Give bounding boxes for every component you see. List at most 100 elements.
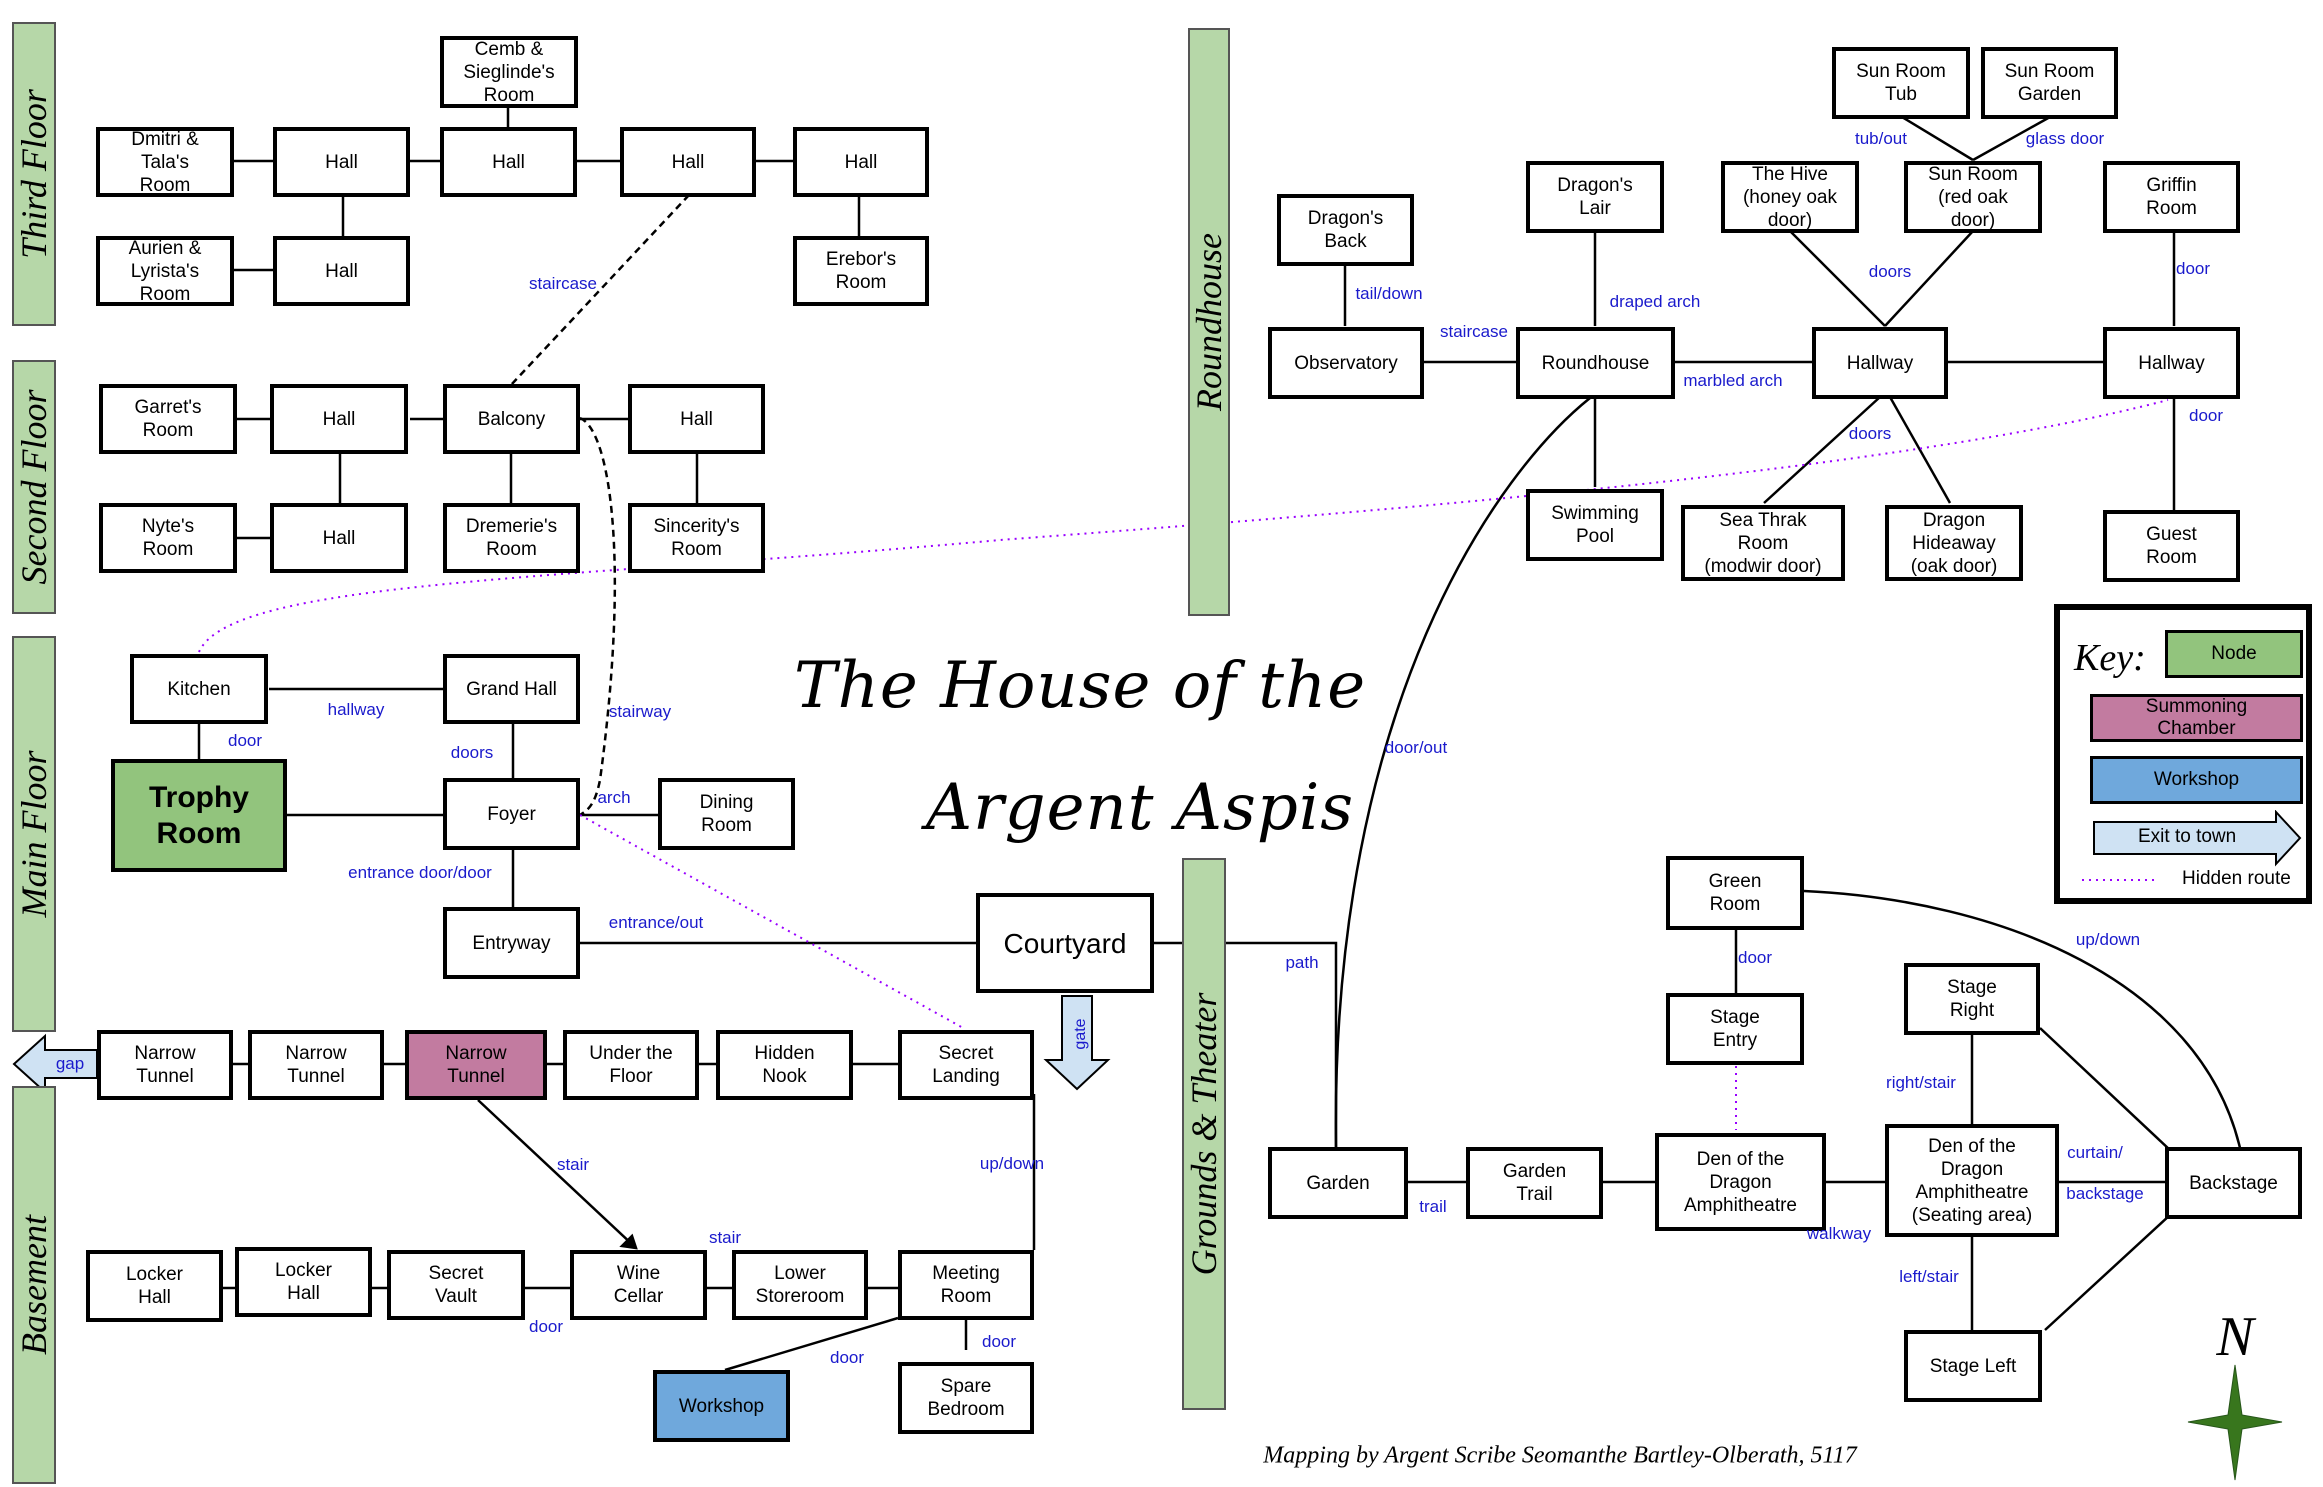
map-credit: Mapping by Argent Scribe Seomanthe Bartl… <box>1263 1442 1857 1469</box>
node-sun-room-tub[interactable]: Sun Room Tub <box>1832 47 1970 119</box>
edge-label-walkway: walkway <box>1806 1224 1872 1243</box>
band-roundhouse <box>1188 28 1230 616</box>
node-dremerie-room[interactable]: Dremerie's Room <box>443 503 580 573</box>
node-observatory[interactable]: Observatory <box>1268 327 1424 399</box>
node-stage-entry[interactable]: Stage Entry <box>1666 993 1804 1065</box>
node-hall[interactable]: Hall <box>273 236 410 306</box>
edge-label-entrance-door: entrance door/door <box>348 863 492 882</box>
node-wine-cellar[interactable]: Wine Cellar <box>570 1250 707 1320</box>
node-secret-landing[interactable]: Secret Landing <box>898 1030 1034 1100</box>
node-the-hive[interactable]: The Hive (honey oak door) <box>1721 161 1859 233</box>
node-narrow-tunnel[interactable]: Narrow Tunnel <box>97 1030 233 1100</box>
node-aurien-room[interactable]: Aurien & Lyrista's Room <box>96 236 234 306</box>
edge-label-staircase: staircase <box>1439 322 1509 341</box>
node-secret-vault[interactable]: Secret Vault <box>387 1250 525 1320</box>
edge-label-door: door <box>2175 259 2211 278</box>
node-dragons-back[interactable]: Dragon's Back <box>1277 194 1414 266</box>
node-workshop[interactable]: Workshop <box>653 1370 790 1442</box>
node-narrow-tunnel-summoning[interactable]: Narrow Tunnel <box>405 1030 547 1100</box>
node-swimming-pool[interactable]: Swimming Pool <box>1526 489 1664 561</box>
edge-label-backstage: backstage <box>2066 1184 2144 1203</box>
node-green-room[interactable]: Green Room <box>1666 856 1804 930</box>
node-roundhouse[interactable]: Roundhouse <box>1516 327 1675 399</box>
node-den-amphitheatre[interactable]: Den of the Dragon Amphitheatre <box>1655 1133 1826 1231</box>
node-foyer[interactable]: Foyer <box>443 778 580 850</box>
edge-label-trail: trail <box>1419 1197 1447 1216</box>
node-locker-hall[interactable]: Locker Hall <box>235 1247 372 1317</box>
node-hall[interactable]: Hall <box>273 127 410 197</box>
node-spare-bedroom[interactable]: Spare Bedroom <box>898 1362 1034 1434</box>
node-dmitri-room[interactable]: Dmitri & Tala's Room <box>96 127 234 197</box>
node-stage-right[interactable]: Stage Right <box>1904 963 2040 1035</box>
node-meeting-room[interactable]: Meeting Room <box>898 1250 1034 1320</box>
map-title-line1: The House of the <box>793 649 1367 723</box>
node-hallway[interactable]: Hallway <box>1812 327 1948 399</box>
node-cemb-room[interactable]: Cemb & Sieglinde's Room <box>440 36 578 108</box>
node-nyte-room[interactable]: Nyte's Room <box>99 503 237 573</box>
node-locker-hall[interactable]: Locker Hall <box>86 1250 223 1322</box>
key-summoning-swatch: Summoning Chamber <box>2090 694 2303 742</box>
edge-label-stair: stair <box>556 1155 590 1174</box>
node-erebor-room[interactable]: Erebor's Room <box>793 236 929 306</box>
node-under-the-floor[interactable]: Under the Floor <box>563 1030 699 1100</box>
node-kitchen[interactable]: Kitchen <box>130 654 268 724</box>
edge-label-marbled-arch: marbled arch <box>1683 371 1783 390</box>
node-backstage[interactable]: Backstage <box>2165 1147 2302 1219</box>
node-sincerity-room[interactable]: Sincerity's Room <box>628 503 765 573</box>
edge-label-door-out: door/out <box>1384 738 1448 757</box>
edge-label-glass-door: glass door <box>2025 129 2105 148</box>
edge-label-stair: stair <box>708 1228 742 1247</box>
edge-label-right-stair: right/stair <box>1886 1073 1956 1092</box>
node-garret-room[interactable]: Garret's Room <box>99 384 237 454</box>
node-hall[interactable]: Hall <box>793 127 929 197</box>
band-third-floor <box>12 22 56 326</box>
node-dragon-hideaway[interactable]: Dragon Hideaway (oak door) <box>1885 505 2023 581</box>
node-hall[interactable]: Hall <box>270 384 408 454</box>
node-balcony[interactable]: Balcony <box>443 384 580 454</box>
node-lower-storeroom[interactable]: Lower Storeroom <box>732 1250 868 1320</box>
edge-label-door: door <box>227 731 263 750</box>
floor-label-roundhouse: Roundhouse <box>1189 233 1229 411</box>
key-title: Key: <box>2074 637 2146 679</box>
edge-label-tail-down: tail/down <box>1355 284 1423 303</box>
node-sun-room[interactable]: Sun Room (red oak door) <box>1904 161 2042 233</box>
edge-label-up-down: up/down <box>979 1154 1045 1173</box>
node-trophy-room[interactable]: Trophy Room <box>111 759 287 872</box>
floor-label-main: Main Floor <box>14 750 54 918</box>
node-garden-trail[interactable]: Garden Trail <box>1466 1147 1603 1219</box>
node-hall[interactable]: Hall <box>270 503 408 573</box>
band-basement <box>12 1086 56 1484</box>
node-dragons-lair[interactable]: Dragon's Lair <box>1526 161 1664 233</box>
edge-label-curtain: curtain/ <box>2067 1143 2123 1162</box>
edge-label-path: path <box>1285 953 1319 972</box>
node-sun-room-garden[interactable]: Sun Room Garden <box>1981 47 2118 119</box>
floor-label-second: Second Floor <box>14 389 54 585</box>
node-hall[interactable]: Hall <box>620 127 756 197</box>
band-second-floor <box>12 360 56 614</box>
node-narrow-tunnel[interactable]: Narrow Tunnel <box>248 1030 384 1100</box>
node-dining-room[interactable]: Dining Room <box>658 778 795 850</box>
edge-label-arch: arch <box>597 788 631 807</box>
node-hall[interactable]: Hall <box>628 384 765 454</box>
floor-label-basement: Basement <box>14 1215 54 1355</box>
node-entryway[interactable]: Entryway <box>443 907 580 979</box>
node-courtyard[interactable]: Courtyard <box>976 893 1154 993</box>
edge-label-hallway: hallway <box>327 700 385 719</box>
edge-label-stairway: stairway <box>608 702 672 721</box>
node-den-seating[interactable]: Den of the Dragon Amphitheatre (Seating … <box>1885 1124 2059 1237</box>
edge-label-left-stair: left/stair <box>1899 1267 1959 1286</box>
node-hidden-nook[interactable]: Hidden Nook <box>716 1030 853 1100</box>
node-grand-hall[interactable]: Grand Hall <box>443 654 580 724</box>
node-hall[interactable]: Hall <box>440 127 577 197</box>
band-main-floor <box>12 636 56 1032</box>
node-garden[interactable]: Garden <box>1268 1147 1408 1219</box>
node-hallway[interactable]: Hallway <box>2103 327 2240 399</box>
key-hidden-label: Hidden route <box>2182 868 2291 889</box>
node-sea-thrak-room[interactable]: Sea Thrak Room (modwir door) <box>1681 505 1845 581</box>
node-guest-room[interactable]: Guest Room <box>2103 510 2240 582</box>
node-griffin-room[interactable]: Griffin Room <box>2103 161 2240 233</box>
edge-label-draped-arch: draped arch <box>1609 292 1701 311</box>
node-stage-left[interactable]: Stage Left <box>1904 1330 2042 1402</box>
edge-label-gate: gate <box>1072 1018 1089 1050</box>
